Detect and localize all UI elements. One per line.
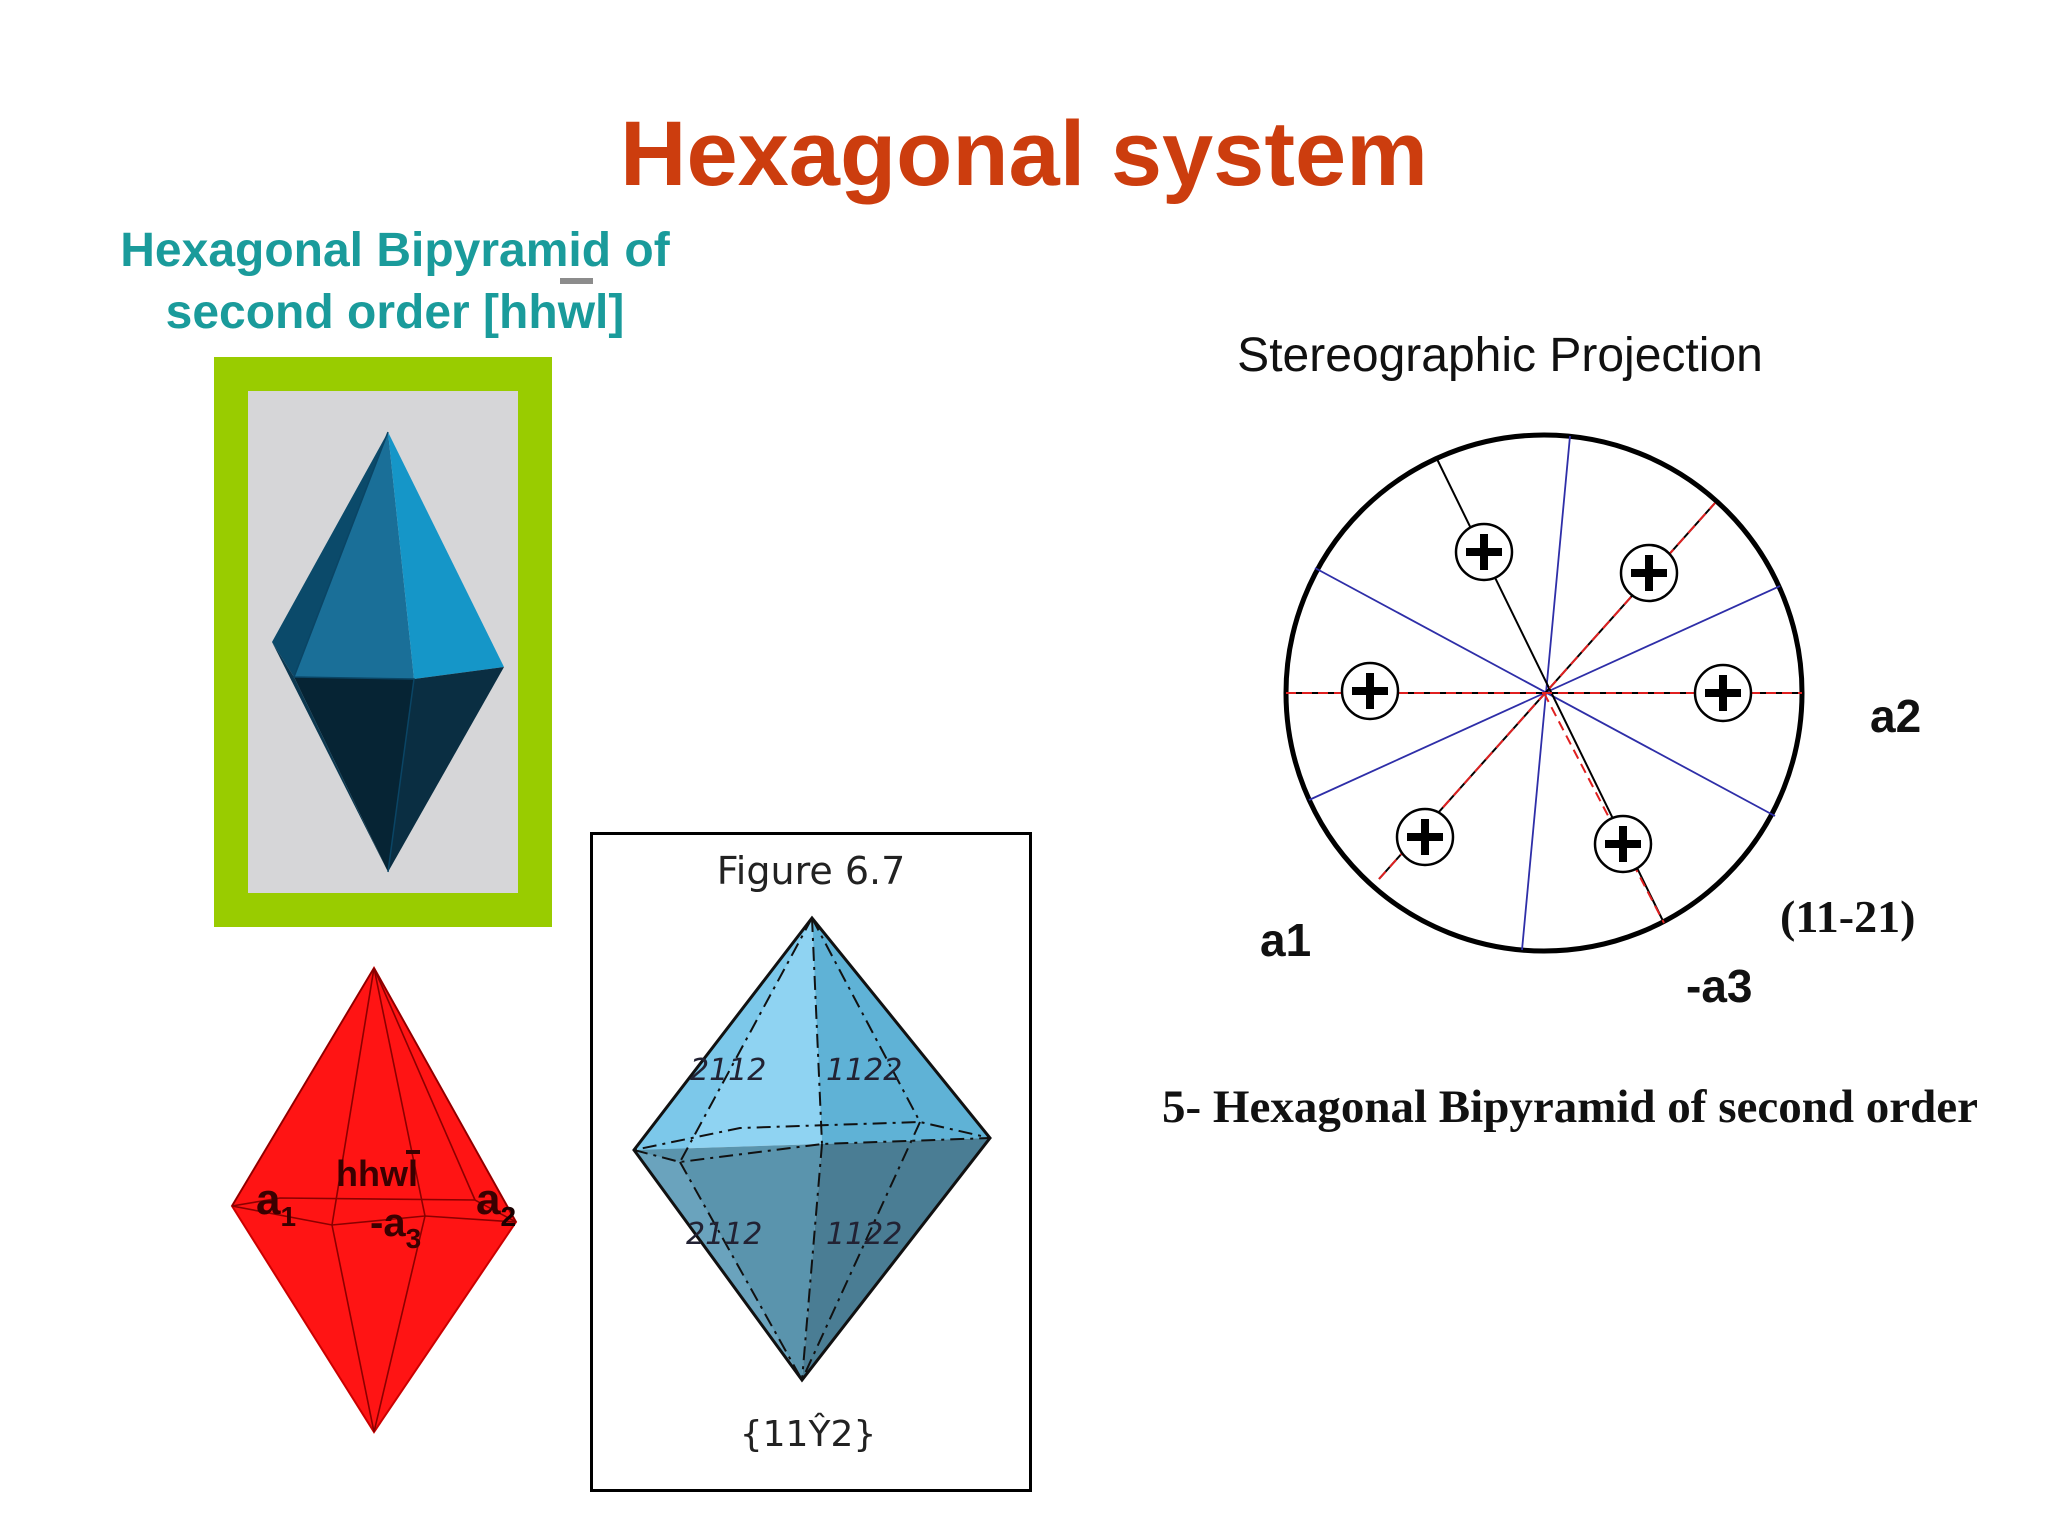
slide-title: Hexagonal system	[620, 103, 1428, 205]
green-framed-bipyramid-image	[214, 357, 552, 927]
face-label-upper-right: 1122	[826, 1053, 902, 1088]
dashed-edges	[633, 917, 991, 1381]
figure-6-7-box: Figure 6.7 2112 1122 2112 1122 {11Ŷ2}	[590, 832, 1032, 1492]
red-bipyramid-icon	[230, 966, 518, 1434]
pole-plus-icon	[1395, 807, 1455, 867]
face-label-upper-left: 2112	[690, 1053, 766, 1088]
pole-plus-icon	[1693, 663, 1753, 723]
subtitle-line-2: second order [hhwl]	[60, 278, 730, 344]
stereographic-projection: a2 a1 -a3 (11-21)	[1260, 432, 1921, 1012]
label-a2: a2	[476, 1175, 516, 1232]
axis-label-a1: a1	[1260, 914, 1311, 966]
form-label: {11Ŷ2}	[740, 1412, 877, 1455]
pole-plus-icon	[1340, 661, 1400, 721]
pole-plus-icon	[1454, 522, 1514, 582]
red-bipyramid-diagram: a1 a2 -a3 hhwl	[230, 966, 518, 1434]
stereographic-projection-title: Stereographic Projection	[1237, 329, 1763, 382]
label-a3: -a3	[370, 1201, 421, 1254]
pole-plus-icon	[1619, 543, 1679, 603]
pole-plus-icon	[1593, 814, 1653, 874]
label-a1: a1	[256, 1175, 296, 1232]
face-label-lower-right: 1122	[826, 1217, 902, 1252]
axis-label-minus-a3: -a3	[1686, 960, 1752, 1012]
subtitle-w-overbar: w	[558, 278, 595, 344]
label-hhwl: hhwl	[336, 1153, 418, 1194]
face-index-label: (11-21)	[1780, 891, 1915, 942]
caption: 5- Hexagonal Bipyramid of second order	[1162, 1081, 1978, 1133]
face-poles	[1340, 522, 1753, 874]
subtitle: Hexagonal Bipyramid of second order [hhw…	[60, 220, 730, 344]
face-label-lower-left: 2112	[686, 1217, 762, 1252]
blue-bipyramid-icon	[272, 431, 504, 873]
figure-title: Figure 6.7	[717, 849, 906, 893]
axis-label-a2: a2	[1870, 690, 1921, 742]
subtitle-line-1: Hexagonal Bipyramid of	[120, 224, 670, 277]
subtitle-line-2-end: l]	[595, 286, 625, 339]
subtitle-line-2-start: second order [hh	[165, 286, 558, 339]
